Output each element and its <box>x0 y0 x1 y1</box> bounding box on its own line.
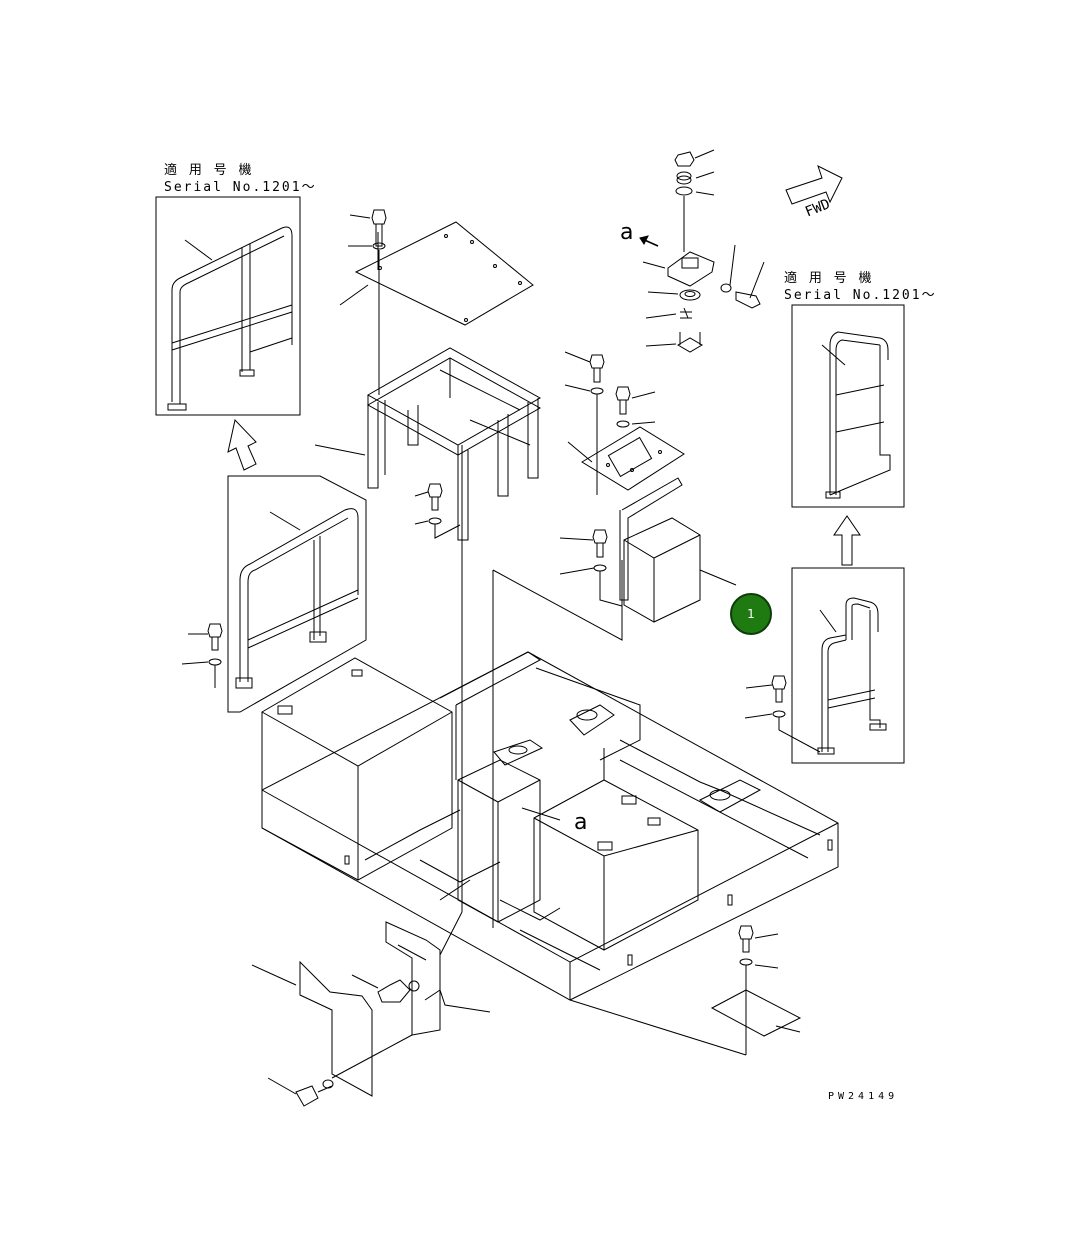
tank-right <box>533 748 699 951</box>
callout-marker-1[interactable]: 1 <box>730 593 772 635</box>
projection-line-a <box>492 560 623 641</box>
frame-stand <box>314 347 542 541</box>
handrail-panel-left <box>227 475 367 713</box>
box-cover <box>619 477 737 623</box>
bolt-set <box>181 209 821 990</box>
side-cover-lower <box>251 911 491 1107</box>
mounting-plate <box>567 394 685 495</box>
view-marker-a-top: a <box>620 220 634 245</box>
base-frame <box>261 651 839 1001</box>
control-box-center <box>457 759 561 923</box>
inset-left-handrail <box>155 196 301 416</box>
drawing-code: PW24149 <box>828 1091 899 1102</box>
view-marker-a-mid: a <box>574 810 588 835</box>
inset-right-handrail-top <box>791 304 905 508</box>
serial-left-no: Serial No.1201～ <box>164 180 317 195</box>
mount-assembly <box>639 149 765 353</box>
inset-right-handrail-bottom <box>791 567 905 764</box>
serial-right-jp: 適 用 号 機 <box>784 271 874 286</box>
serial-right-no: Serial No.1201～ <box>784 288 937 303</box>
tank-left <box>261 657 453 881</box>
arrow-up-left <box>227 418 257 471</box>
serial-left-jp: 適 用 号 機 <box>164 163 254 178</box>
fwd-direction-arrow <box>785 165 843 205</box>
arrow-up-right <box>833 515 861 566</box>
floor-plate <box>569 989 802 1056</box>
top-cover-plate <box>339 221 534 326</box>
fwd-label: FWD <box>803 196 832 220</box>
